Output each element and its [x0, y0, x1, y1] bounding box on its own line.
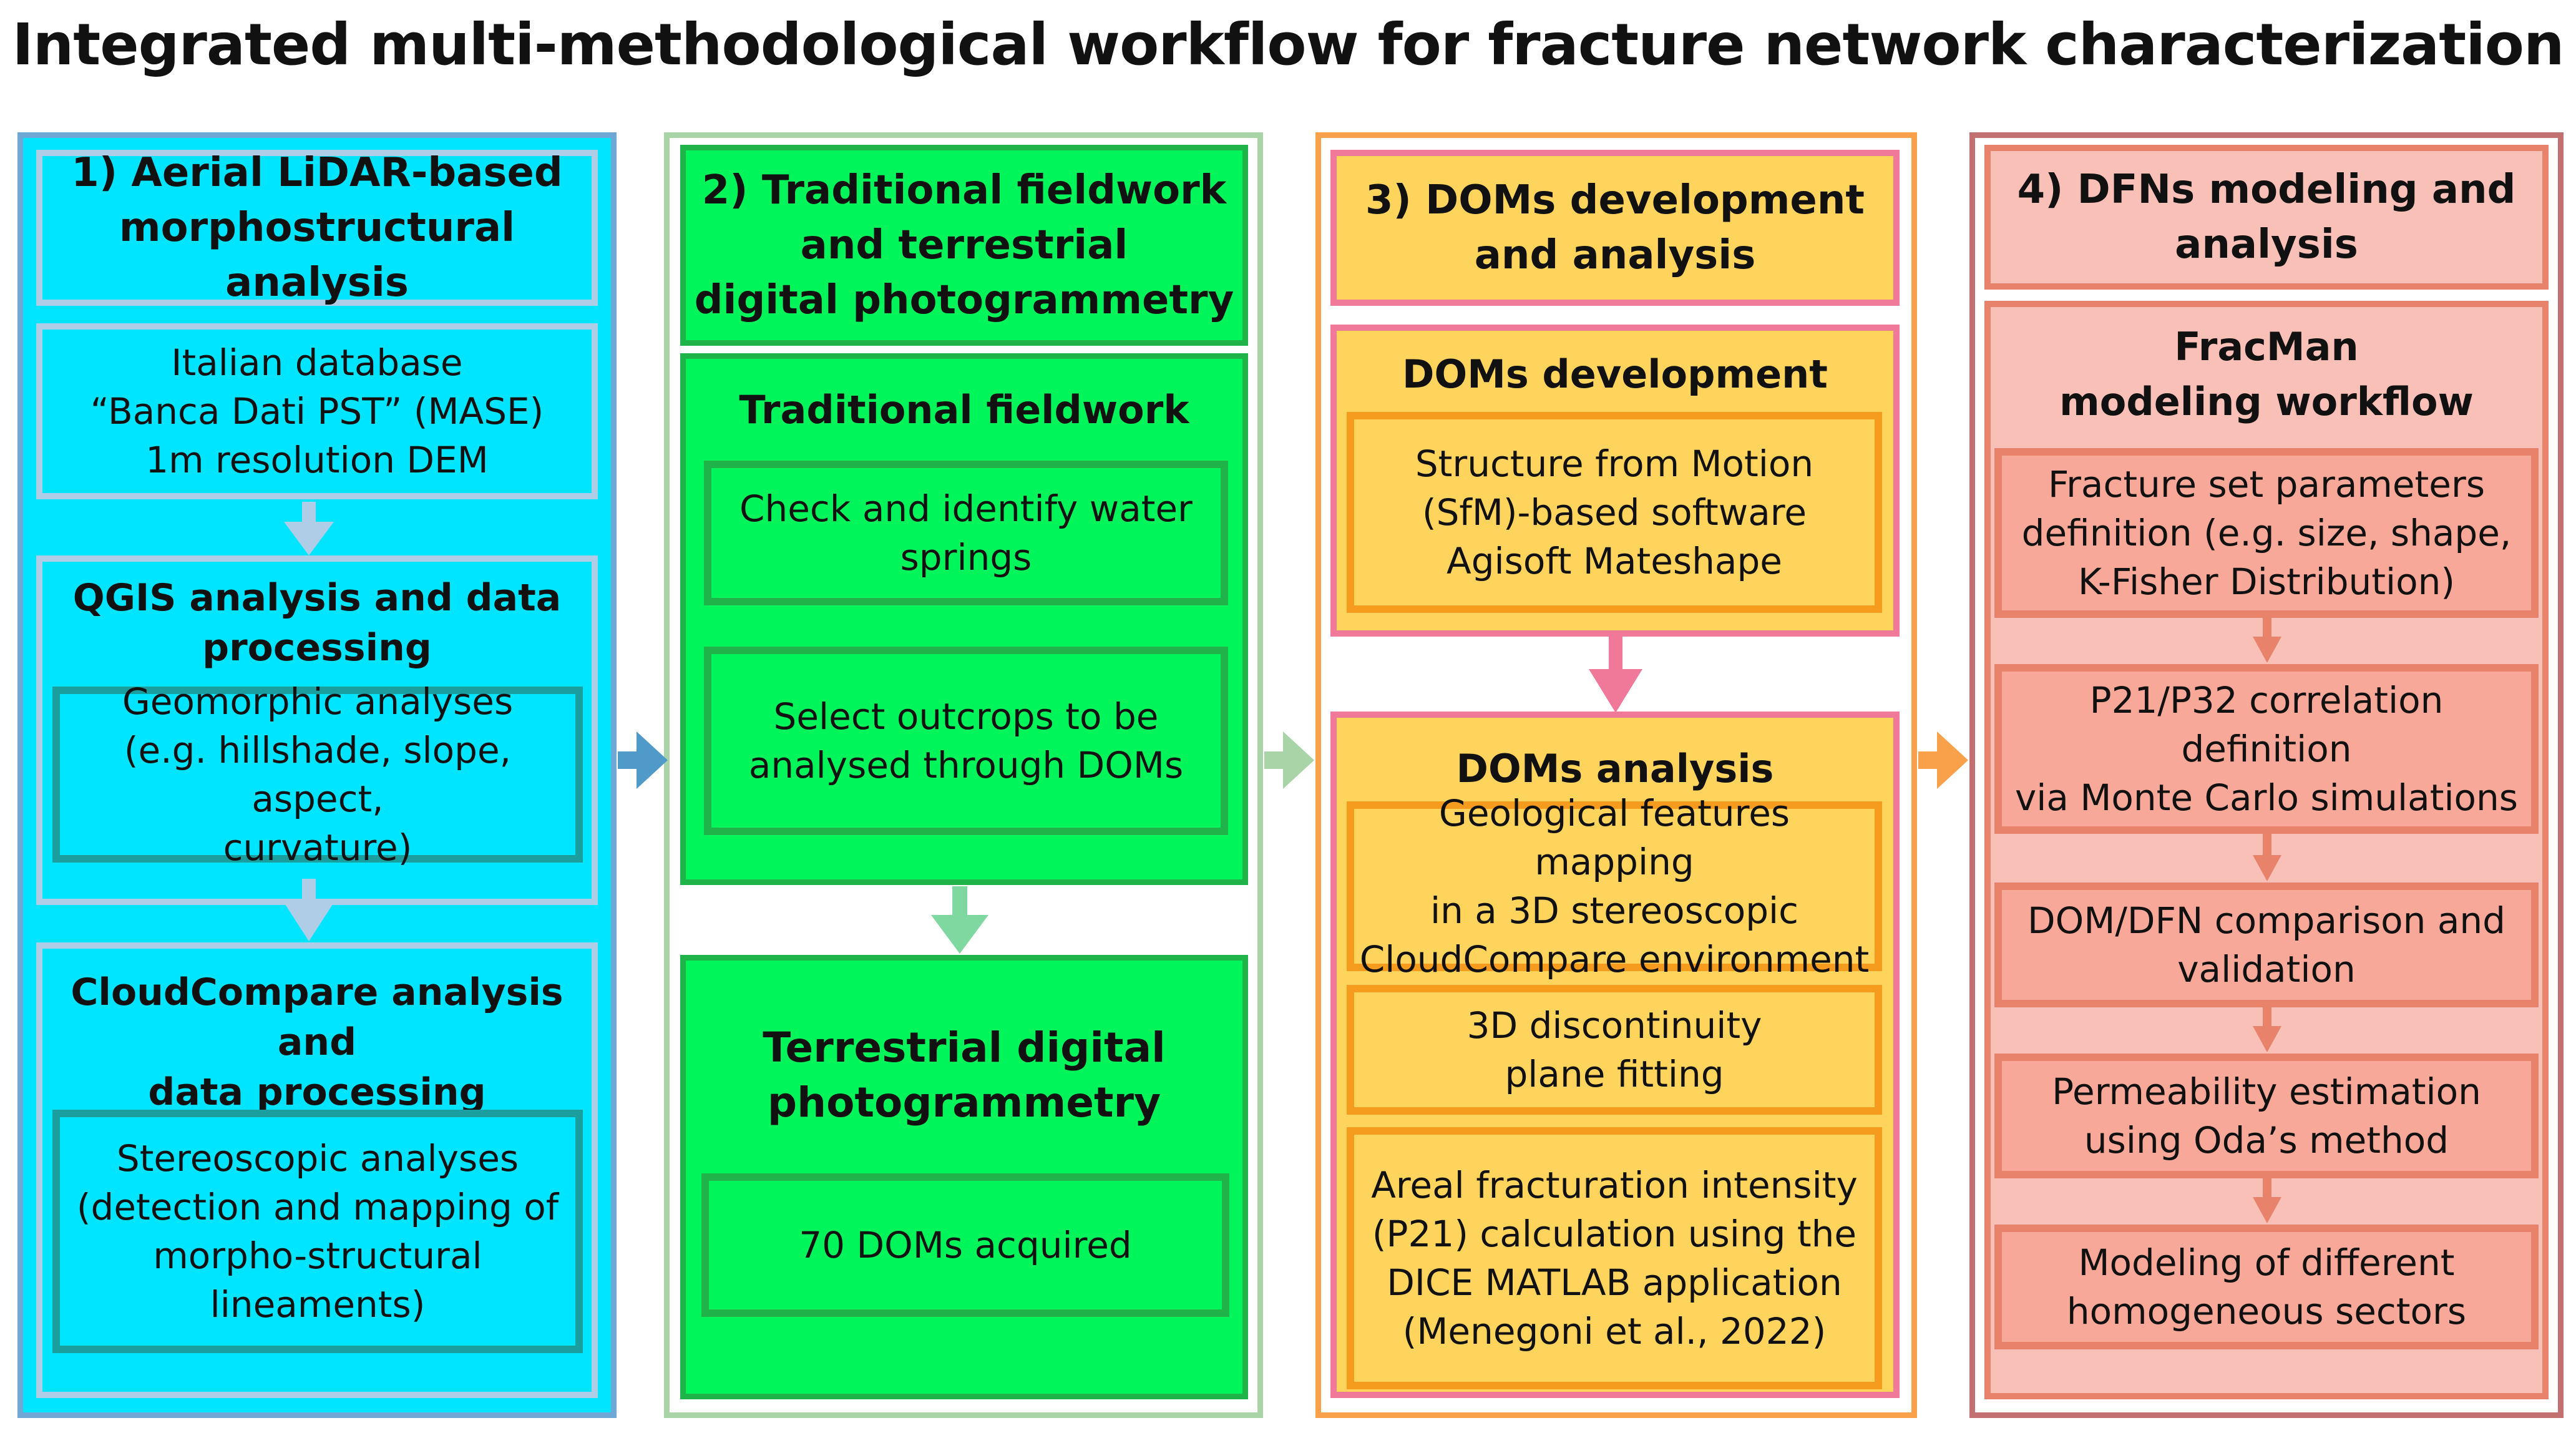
- arrow-col3-to-col4: [1918, 731, 1968, 789]
- traditional-fieldwork-title: Traditional fieldwork: [739, 387, 1189, 433]
- stereoscopic-analyses-box: Stereoscopic analyses(detection and mapp…: [52, 1110, 583, 1353]
- page-title: Integrated multi-methodological workflow…: [12, 11, 2565, 78]
- doms-development-title: DOMs development: [1402, 351, 1828, 397]
- p21-calculation-box: Areal fracturation intensity(P21) calcul…: [1347, 1127, 1882, 1389]
- arrow-col1-to-col2: [618, 731, 668, 789]
- dem-source-box: Italian database“Banca Dati PST” (MASE)1…: [36, 323, 598, 499]
- doms-acquired-box: 70 DOMs acquired: [701, 1173, 1229, 1317]
- sfm-software-box: Structure from Motion(SfM)-based softwar…: [1347, 412, 1882, 613]
- doms-analysis-title: DOMs analysis: [1456, 746, 1774, 791]
- geomorphic-analyses-box: Geomorphic analyses(e.g. hillshade, slop…: [52, 680, 583, 869]
- arrow-col2-to-col3: [1264, 731, 1314, 789]
